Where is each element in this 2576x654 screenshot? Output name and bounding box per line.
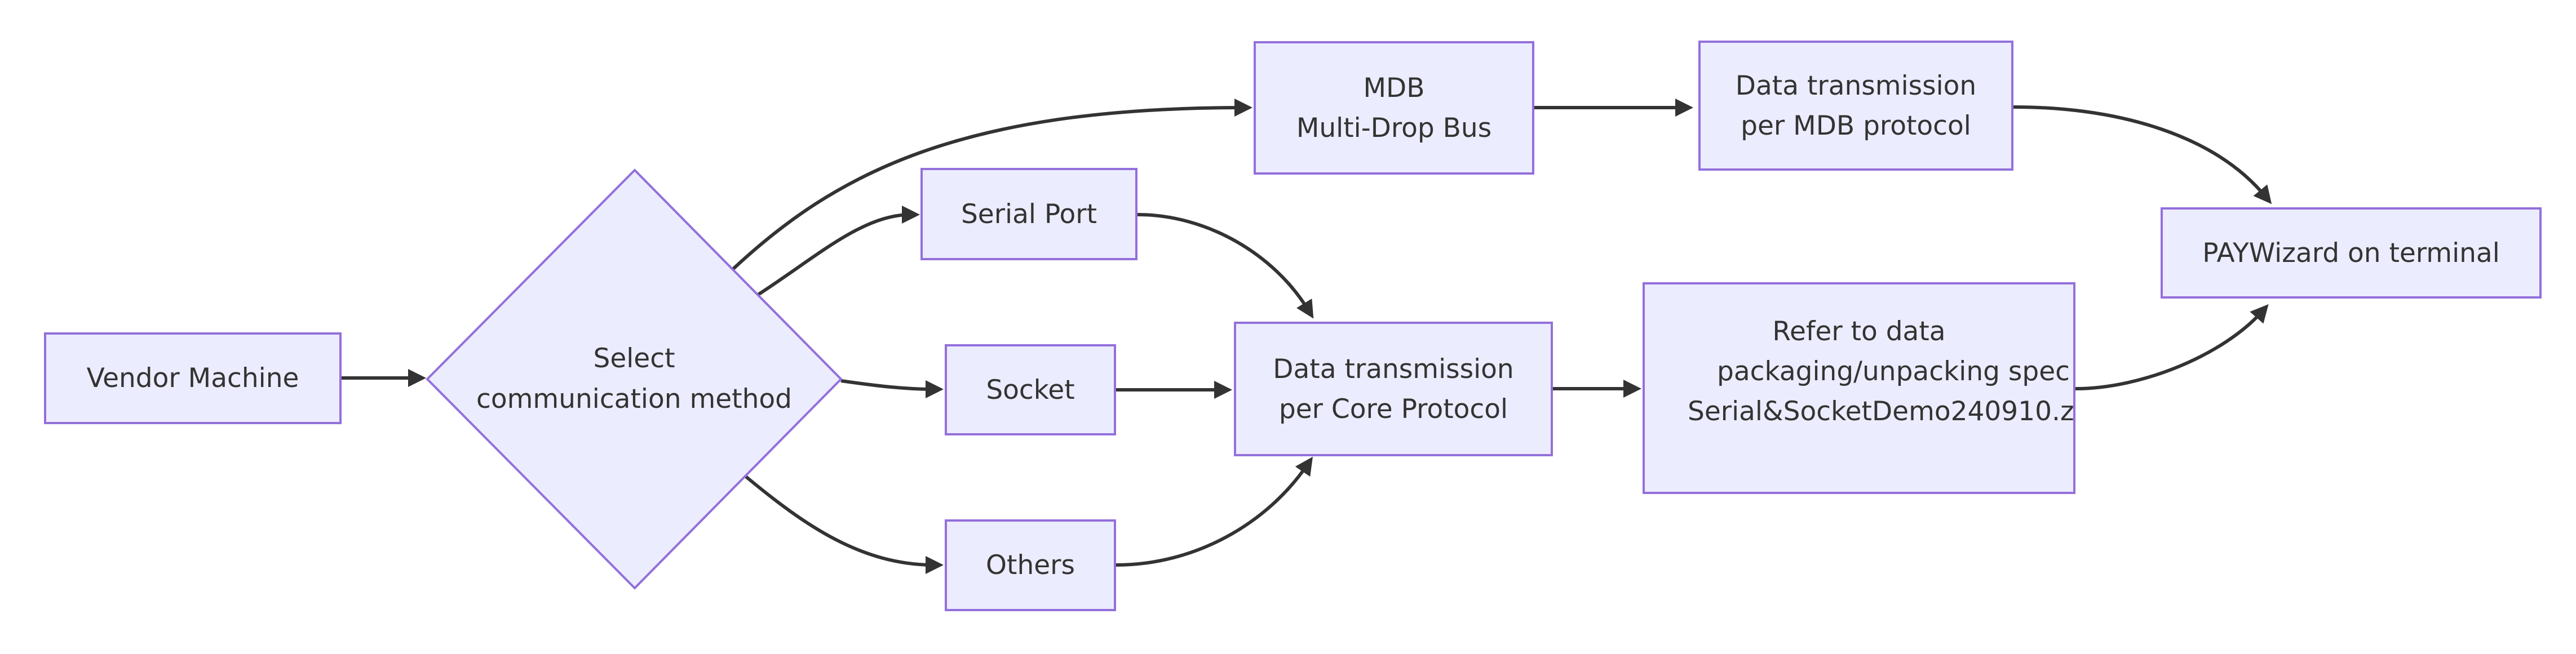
node-mdb-multi-drop-bus: MDB Multi-Drop Bus: [1254, 41, 1534, 175]
node-serial-port-label: Serial Port: [961, 198, 1097, 230]
core-protocol-label-line2: per Core Protocol: [1278, 393, 1508, 425]
edge-select-to-others: [744, 474, 944, 574]
node-select-communication-method: Select communication method: [427, 321, 841, 438]
select-method-label-line1: Select: [593, 343, 675, 374]
edge-select-to-socket: [840, 379, 944, 398]
node-data-transmission-core-protocol: Data transmission per Core Protocol: [1234, 322, 1553, 456]
edge-others-to-core: [1116, 456, 1313, 567]
edge-refer-spec-to-paywizard: [2075, 304, 2269, 390]
mdb-label-line1: MDB: [1363, 72, 1425, 104]
paywizard-label: PAYWizard on terminal: [2202, 237, 2500, 269]
mdb-protocol-label-line1: Data transmission: [1735, 70, 1977, 101]
node-serial-port: Serial Port: [920, 168, 1137, 260]
core-protocol-label-line1: Data transmission: [1273, 353, 1514, 385]
edge-mdb-protocol-to-paywizard: [2013, 105, 2272, 204]
refer-spec-label-line3: Serial&SocketDemo240910.z: [1688, 396, 2074, 427]
node-refer-spec: Refer to data packaging/unpacking spec S…: [1643, 282, 2075, 494]
edge-select-to-serial-port: [757, 206, 920, 296]
node-others-label: Others: [986, 550, 1075, 581]
edge-select-to-mdb: [731, 99, 1252, 271]
mdb-label-line2: Multi-Drop Bus: [1296, 112, 1492, 144]
edge-serial-port-to-core: [1137, 213, 1314, 319]
node-others: Others: [945, 519, 1116, 611]
node-vendor-machine: Vendor Machine: [44, 332, 342, 424]
select-method-label-line2: communication method: [476, 384, 792, 415]
mdb-protocol-label-line2: per MDB protocol: [1741, 110, 1971, 141]
refer-spec-label-line2: packaging/unpacking spec: [1717, 356, 2070, 387]
node-paywizard-on-terminal: PAYWizard on terminal: [2161, 207, 2542, 299]
node-data-transmission-mdb-protocol: Data transmission per MDB protocol: [1698, 41, 2013, 171]
node-socket-label: Socket: [986, 374, 1075, 406]
refer-spec-label-line1: Refer to data: [1772, 316, 1946, 347]
node-vendor-machine-label: Vendor Machine: [86, 363, 299, 394]
node-socket: Socket: [945, 344, 1116, 435]
decision-diamond-shape: [426, 168, 843, 590]
